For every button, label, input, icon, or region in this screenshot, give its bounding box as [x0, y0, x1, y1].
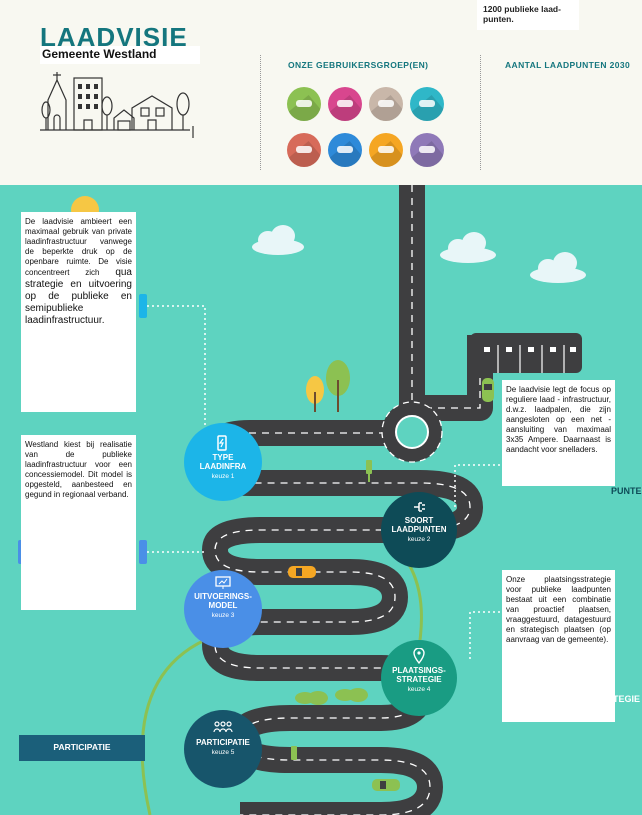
- section-heading-user-groups: ONZE GEBRUIKERSGROEP(EN): [288, 60, 429, 70]
- participatie-label: PARTICIPATIE: [19, 735, 145, 761]
- info-box-placement: Onze plaatsingsstrategie voor publieke l…: [502, 570, 615, 722]
- divider-left: [260, 55, 261, 170]
- side-label-right-2: TEGIE: [613, 694, 641, 704]
- section-heading-charge-points: AANTAL LAADPUNTEN 2030: [505, 60, 631, 70]
- info-box-focus: De laadvisie legt de focus op reguliere …: [502, 380, 615, 486]
- car-icon: [288, 566, 316, 578]
- bush-icon: [295, 688, 368, 705]
- tree-icon: [306, 376, 324, 412]
- step-2-title-b: LAADPUNTEN: [391, 525, 447, 534]
- delivery-truck-icon: [287, 133, 321, 167]
- step-badge-plaatsingsstrategie[interactable]: PLAATSINGS- STRATEGIE keuze 4: [381, 640, 457, 716]
- connector-tab-3: [139, 540, 147, 564]
- top-note: 1200 publieke laad-punten.: [477, 0, 579, 30]
- cloud-icon: [440, 232, 496, 263]
- step-badge-type-laadinfra[interactable]: TYPE LAADINFRA keuze 1: [184, 423, 262, 501]
- tree-icon: [326, 360, 350, 412]
- info-box-concession: Westland kiest bij realisatie van de pub…: [21, 435, 136, 610]
- charging-pole-icon: [366, 460, 372, 482]
- step-2-sub: keuze 2: [407, 536, 431, 543]
- step-4-sub: keuze 4: [407, 686, 431, 693]
- step-3-sub: keuze 3: [211, 612, 235, 619]
- ship-icon: [410, 133, 444, 167]
- step-2-title-a: SOORT: [404, 516, 434, 525]
- info-box-vision-text: De laadvisie ambieert een maximaal gebru…: [25, 217, 132, 277]
- presentation-board-icon: [215, 576, 231, 589]
- step-badge-soort-laadpunten[interactable]: SOORT LAADPUNTEN keuze 2: [381, 492, 457, 568]
- cloud-icon: [530, 252, 586, 283]
- step-1-title-a: TYPE: [212, 453, 234, 462]
- charging-pole-icon: [291, 746, 297, 760]
- step-1-title-b: LAADINFRA: [199, 462, 247, 471]
- charging-station-icon: [217, 435, 227, 451]
- side-label-right-1: PUNTEN: [611, 486, 642, 496]
- car-icon: [482, 378, 494, 402]
- step-badge-uitvoeringsmodel[interactable]: UITVOERINGS- MODEL keuze 3: [184, 570, 262, 648]
- step-4-title-b: STRATEGIE: [396, 675, 442, 684]
- boat-icon: [369, 133, 403, 167]
- connector-tab-1: [139, 294, 147, 318]
- bus-icon: [410, 87, 444, 121]
- header-panel: [0, 0, 642, 185]
- van-icon: [328, 87, 362, 121]
- info-box-vision: De laadvisie ambieert een maximaal gebru…: [21, 212, 136, 412]
- truck-icon: [328, 133, 362, 167]
- step-4-title-a: PLAATSINGS-: [392, 666, 446, 675]
- people-icon: [213, 721, 233, 733]
- car-icon: [287, 87, 321, 121]
- step-5-title-a: PARTICIPATIE: [196, 738, 250, 747]
- step-3-title-a: UITVOERINGS-: [194, 592, 252, 601]
- step-badge-participatie[interactable]: PARTICIPATIE keuze 5: [184, 710, 262, 788]
- info-box-vision-emphasis: qua strategie en uitvoering op de publie…: [25, 267, 132, 326]
- step-5-sub: keuze 5: [211, 749, 235, 756]
- location-pin-icon: [413, 648, 425, 664]
- cloud-icon: [252, 225, 304, 255]
- plug-icon: [414, 502, 425, 512]
- page-subtitle: Gemeente Westland: [40, 46, 200, 64]
- taxi-icon: [369, 87, 403, 121]
- divider-right: [480, 55, 481, 170]
- step-1-sub: keuze 1: [211, 473, 235, 480]
- step-3-title-b: MODEL: [208, 601, 238, 610]
- car-icon: [372, 779, 400, 791]
